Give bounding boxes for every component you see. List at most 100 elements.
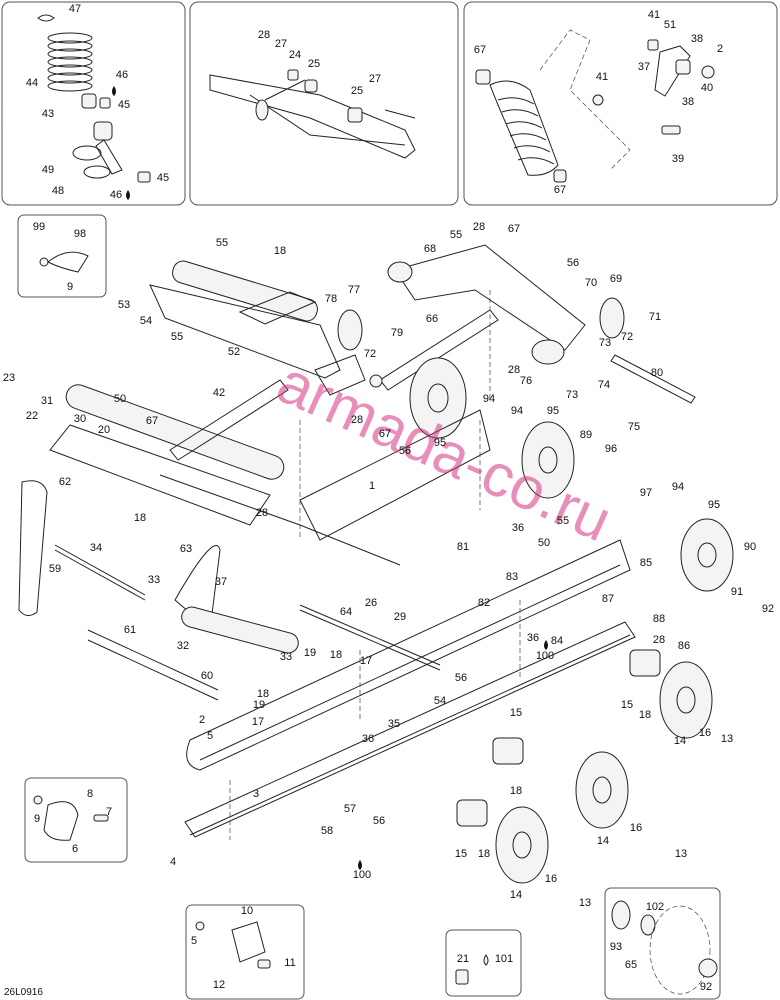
callout-c45b: 45: [157, 172, 169, 184]
callout-c13c: 13: [579, 897, 591, 909]
drop-icon: [112, 86, 116, 96]
callout-c8: 8: [87, 788, 93, 800]
callout-c28c: 28: [508, 364, 520, 376]
callout-c57: 57: [344, 803, 356, 815]
callout-c77: 77: [348, 284, 360, 296]
callout-c16a: 16: [699, 727, 711, 739]
callout-c31: 31: [41, 395, 53, 407]
callout-c38b: 38: [682, 96, 694, 108]
callout-c93: 93: [610, 941, 622, 953]
callout-c92a: 92: [762, 603, 774, 615]
callout-c67a: 67: [474, 44, 486, 56]
callout-c25b: 25: [351, 85, 363, 97]
callout-c68: 68: [424, 243, 436, 255]
callout-c9a: 9: [67, 281, 73, 293]
callout-c73b: 73: [566, 389, 578, 401]
callout-c50b: 50: [538, 537, 550, 549]
callout-c83: 83: [506, 571, 518, 583]
callout-c42: 42: [213, 387, 225, 399]
callout-c14b: 14: [597, 835, 609, 847]
callout-c89: 89: [580, 429, 592, 441]
slider-block-drawing: [33, 795, 109, 841]
callout-c96: 96: [605, 443, 617, 455]
callout-c61: 61: [124, 624, 136, 636]
callout-c41b: 41: [596, 71, 608, 83]
callout-c44a: 44: [26, 77, 38, 89]
callout-c71: 71: [649, 311, 661, 323]
callout-c51: 51: [664, 19, 676, 31]
callout-c4: 4: [170, 856, 176, 868]
callout-c16b: 16: [630, 822, 642, 834]
callout-c43a: 43: [42, 108, 54, 120]
callout-c70: 70: [585, 277, 597, 289]
callout-c87: 87: [602, 593, 614, 605]
callout-c6: 6: [72, 843, 78, 855]
drop-icon: [544, 640, 548, 650]
callout-c14c: 14: [510, 889, 522, 901]
callout-c18d: 18: [257, 688, 269, 700]
inset-shock-spring: [1, 1, 186, 206]
callout-c24: 24: [289, 49, 301, 61]
wheel-cap-drawing: [611, 900, 718, 995]
callout-c97: 97: [640, 487, 652, 499]
callout-c63: 63: [180, 543, 192, 555]
callout-c94c: 94: [672, 481, 684, 493]
callout-c23: 23: [3, 372, 15, 384]
callout-c72a: 72: [621, 331, 633, 343]
callout-c18c: 18: [330, 649, 342, 661]
callout-c22: 22: [26, 410, 38, 422]
callout-c55a: 55: [216, 237, 228, 249]
callout-c36c: 36: [362, 733, 374, 745]
callout-c72b: 72: [364, 348, 376, 360]
callout-c69: 69: [610, 273, 622, 285]
callout-c80: 80: [651, 367, 663, 379]
callout-c55c: 55: [450, 229, 462, 241]
callout-c62: 62: [59, 476, 71, 488]
callout-c46a: 46: [116, 69, 128, 81]
callout-c53: 53: [118, 299, 130, 311]
callout-c12: 12: [213, 979, 225, 991]
callout-c33a: 33: [148, 574, 160, 586]
callout-c15a: 15: [510, 707, 522, 719]
callout-c58: 58: [321, 825, 333, 837]
callout-c28a: 28: [258, 29, 270, 41]
callout-c46b: 46: [110, 189, 122, 201]
callout-c66: 66: [426, 313, 438, 325]
callout-c11: 11: [284, 957, 295, 969]
callout-c100a: 100: [536, 650, 554, 662]
callout-c33b: 33: [280, 651, 292, 663]
callout-c54b: 54: [434, 695, 446, 707]
drop-icon: [358, 860, 362, 870]
callout-c2b: 2: [199, 714, 205, 726]
callout-c36b: 36: [527, 632, 539, 644]
callout-c29: 29: [394, 611, 406, 623]
callout-c100b: 100: [353, 869, 371, 881]
callout-c28e: 28: [256, 507, 268, 519]
callout-c36a: 36: [512, 522, 524, 534]
shock-spring-drawing: [37, 14, 151, 183]
callout-c74: 74: [598, 379, 610, 391]
callout-c49a: 49: [42, 164, 54, 176]
inset-slider-block: [24, 777, 128, 863]
callout-c102: 102: [646, 901, 664, 913]
callout-c37b: 37: [215, 576, 227, 588]
callout-c67d: 67: [146, 415, 158, 427]
callout-c86: 86: [678, 640, 690, 652]
callout-c91: 91: [731, 586, 743, 598]
callout-c28f: 28: [653, 634, 665, 646]
callout-c34: 34: [90, 542, 102, 554]
callout-c50a: 50: [114, 393, 126, 405]
callout-c79: 79: [391, 327, 403, 339]
callout-c30: 30: [74, 413, 86, 425]
callout-c64: 64: [340, 606, 352, 618]
callout-c18a: 18: [274, 245, 286, 257]
callout-c18f: 18: [510, 785, 522, 797]
callout-c27a: 27: [275, 38, 287, 50]
callout-c56c: 56: [455, 672, 467, 684]
callout-c101: 101: [495, 953, 513, 965]
inset-bracket: [185, 904, 305, 1000]
callout-c78: 78: [325, 293, 337, 305]
callout-c37a: 37: [638, 61, 650, 73]
callout-c3: 3: [253, 788, 259, 800]
adhesive-drop-icons: [112, 86, 548, 870]
